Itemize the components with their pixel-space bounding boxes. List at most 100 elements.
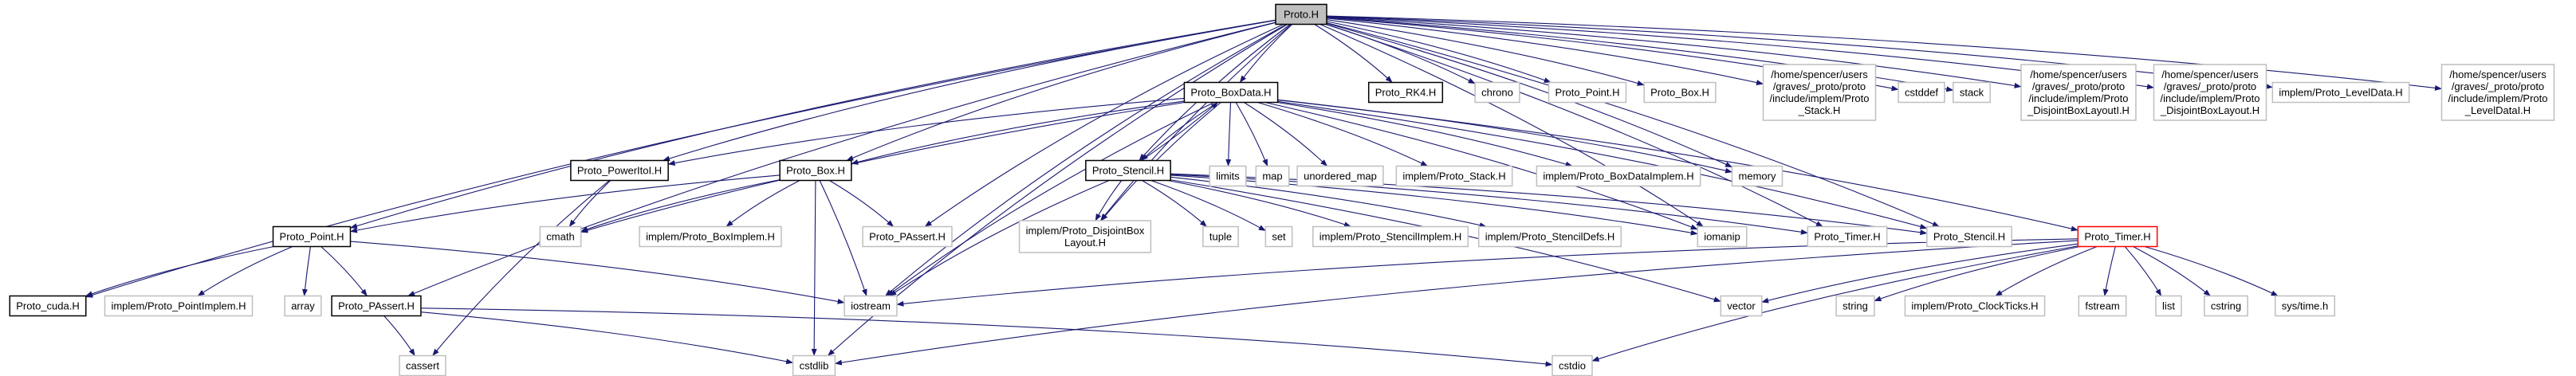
node-box: [570, 159, 669, 182]
node-label: implem/Proto_Stack.H: [1402, 170, 1505, 182]
node-box: [779, 159, 852, 182]
edge-timer_red-to-vector: [1761, 243, 2078, 304]
node-point-top: Proto_Point.H: [1548, 81, 1627, 104]
edge-powerItoI-to-cmath: [568, 180, 612, 227]
node-box: [2274, 295, 2336, 317]
node-box: [1209, 165, 1247, 187]
edge-proto_h-to-iostream: [885, 24, 1287, 296]
node-vector: vector: [1720, 295, 1763, 317]
edge-stencil-to-implem_stencil: [1167, 179, 1351, 228]
node-label: implem/Proto_StencilImplem.H: [1319, 231, 1461, 243]
edge-box_mid-to-implem_box: [726, 180, 800, 227]
node-cstring: cstring: [2204, 295, 2248, 317]
node-box: [1312, 225, 1469, 248]
edge-stencil-to-iostream: [889, 179, 1110, 296]
node-label: implem/Proto_StencilDefs.H: [1485, 231, 1615, 243]
node-box: [1395, 165, 1513, 187]
node-box: [1202, 225, 1239, 248]
node-passert-doc[interactable]: Proto_PAssert.H: [331, 295, 422, 317]
node-box: [1536, 165, 1701, 187]
node-box-mid[interactable]: Proto_Box.H: [779, 159, 852, 182]
node-unordered-map: unordered_map: [1296, 165, 1384, 187]
node-label: chrono: [1481, 87, 1513, 99]
node-powerItoI[interactable]: Proto_PowerItoI.H: [570, 159, 669, 182]
node-box: [639, 225, 782, 248]
node-label: /home/spencer/users: [2030, 69, 2127, 80]
edge-stencil-to-boxdata: [1141, 102, 1218, 161]
node-iomanip: iomanip: [1697, 225, 1748, 248]
edge-timer_red-to-cstring: [2133, 246, 2211, 296]
node-label: /graves/_proto/proto: [1773, 80, 1866, 92]
node-label: Proto_Point.H: [1555, 87, 1620, 99]
node-box: [9, 295, 87, 317]
node-label: Proto_Box.H: [1650, 87, 1709, 99]
node-timer-gray: Proto_Timer.H: [1807, 225, 1888, 248]
node-label: unordered_map: [1304, 170, 1377, 182]
node-box: [1731, 165, 1784, 187]
node-label: cassert: [406, 360, 439, 372]
edge-proto_h-to-iomanip: [1319, 23, 1704, 227]
node-boxdata[interactable]: Proto_BoxData.H: [1183, 81, 1279, 104]
node-box: [2204, 295, 2248, 317]
node-label: /include/implem/Proto: [2029, 92, 2129, 104]
edge-proto_h-to-boxdata: [1239, 24, 1293, 83]
edge-boxdata-to-powerItoI: [667, 97, 1185, 166]
edge-proto_h-to-implem_disjoint: [1099, 24, 1292, 221]
edge-box_mid-to-passert_mid: [829, 180, 895, 227]
node-label: /home/spencer/users: [2449, 69, 2547, 80]
edge-proto_h-to-stencil_gray: [1326, 22, 1940, 228]
node-label: /include/implem/Proto: [1770, 92, 1870, 104]
node-label: vector: [1727, 300, 1756, 312]
node-box: [1835, 295, 1875, 317]
node-box: [1296, 165, 1384, 187]
node-proto-h[interactable]: Proto.H: [1275, 3, 1327, 25]
node-box: [1477, 225, 1622, 248]
edge-timer_red-to-systime: [2144, 245, 2279, 296]
edge-point_mid-to-passert_doc: [321, 246, 368, 296]
edge-powerItoI-to-cassert: [432, 180, 610, 356]
node-cuda[interactable]: Proto_cuda.H: [9, 295, 87, 317]
node-label: /graves/_proto/proto: [2452, 80, 2544, 92]
node-box: [862, 225, 953, 248]
edge-timer_red-to-fstream: [2102, 246, 2116, 296]
node-point-mid[interactable]: Proto_Point.H: [272, 225, 352, 248]
node-box: [1807, 225, 1888, 248]
node-label: stack: [1960, 87, 1984, 99]
node-timer-red[interactable]: Proto_Timer.H: [2077, 225, 2158, 248]
edge-timer_red-to-string: [1874, 245, 2080, 302]
node-leveldataI-path: /home/spencer/users/graves/_proto/proto/…: [2440, 64, 2555, 121]
node-rk4[interactable]: Proto_RK4.H: [1367, 81, 1444, 104]
node-implem-boxdata: implem/Proto_BoxDataImplem.H: [1536, 165, 1701, 187]
edge-box_mid-to-cmath: [580, 179, 781, 232]
node-box: [1018, 220, 1152, 253]
node-label: implem/Proto_BoxDataImplem.H: [1543, 170, 1693, 182]
edge-proto_h-to-chrono: [1326, 23, 1476, 84]
node-box: [1367, 81, 1444, 104]
node-disjoint-layout-path: /home/spencer/users/graves/_proto/proto/…: [2153, 64, 2267, 121]
edge-proto_h-to-passert_doc: [407, 22, 1276, 297]
edge-box_mid-to-iostream: [819, 180, 867, 296]
node-leveldata: implem/Proto_LevelData.H: [2271, 81, 2410, 104]
node-label: Proto_PAssert.H: [338, 300, 415, 312]
node-cstdio: cstdio: [1551, 354, 1593, 376]
node-label: cstddef: [1905, 87, 1938, 99]
edge-boxdata-to-stencil_gray: [1277, 100, 1928, 229]
edge-passert_doc-to-cstdlib: [420, 311, 794, 365]
edge-proto_h-to-leveldata: [1326, 15, 2273, 89]
edge-proto_h-to-disjoint_layoutI_path: [1326, 16, 2022, 88]
edge-proto_h-to-point_mid: [349, 19, 1276, 229]
node-stencil[interactable]: Proto_Stencil.H: [1085, 159, 1171, 182]
node-implem-box: implem/Proto_BoxImplem.H: [639, 225, 782, 248]
edge-box_mid-to-cstdlib: [811, 180, 817, 356]
node-label: Layout.H: [1064, 237, 1106, 249]
node-box: [399, 354, 446, 376]
edge-box_mid-to-point_mid: [349, 174, 781, 233]
node-passert-mid: Proto_PAssert.H: [862, 225, 953, 248]
node-label: fstream: [2085, 300, 2119, 312]
node-box: [2155, 295, 2182, 317]
edge-boxdata-to-cmath: [580, 101, 1186, 233]
node-box: [1762, 64, 1877, 121]
node-label: /graves/_proto/proto: [2032, 80, 2125, 92]
node-box-top: Proto_Box.H: [1643, 81, 1717, 104]
